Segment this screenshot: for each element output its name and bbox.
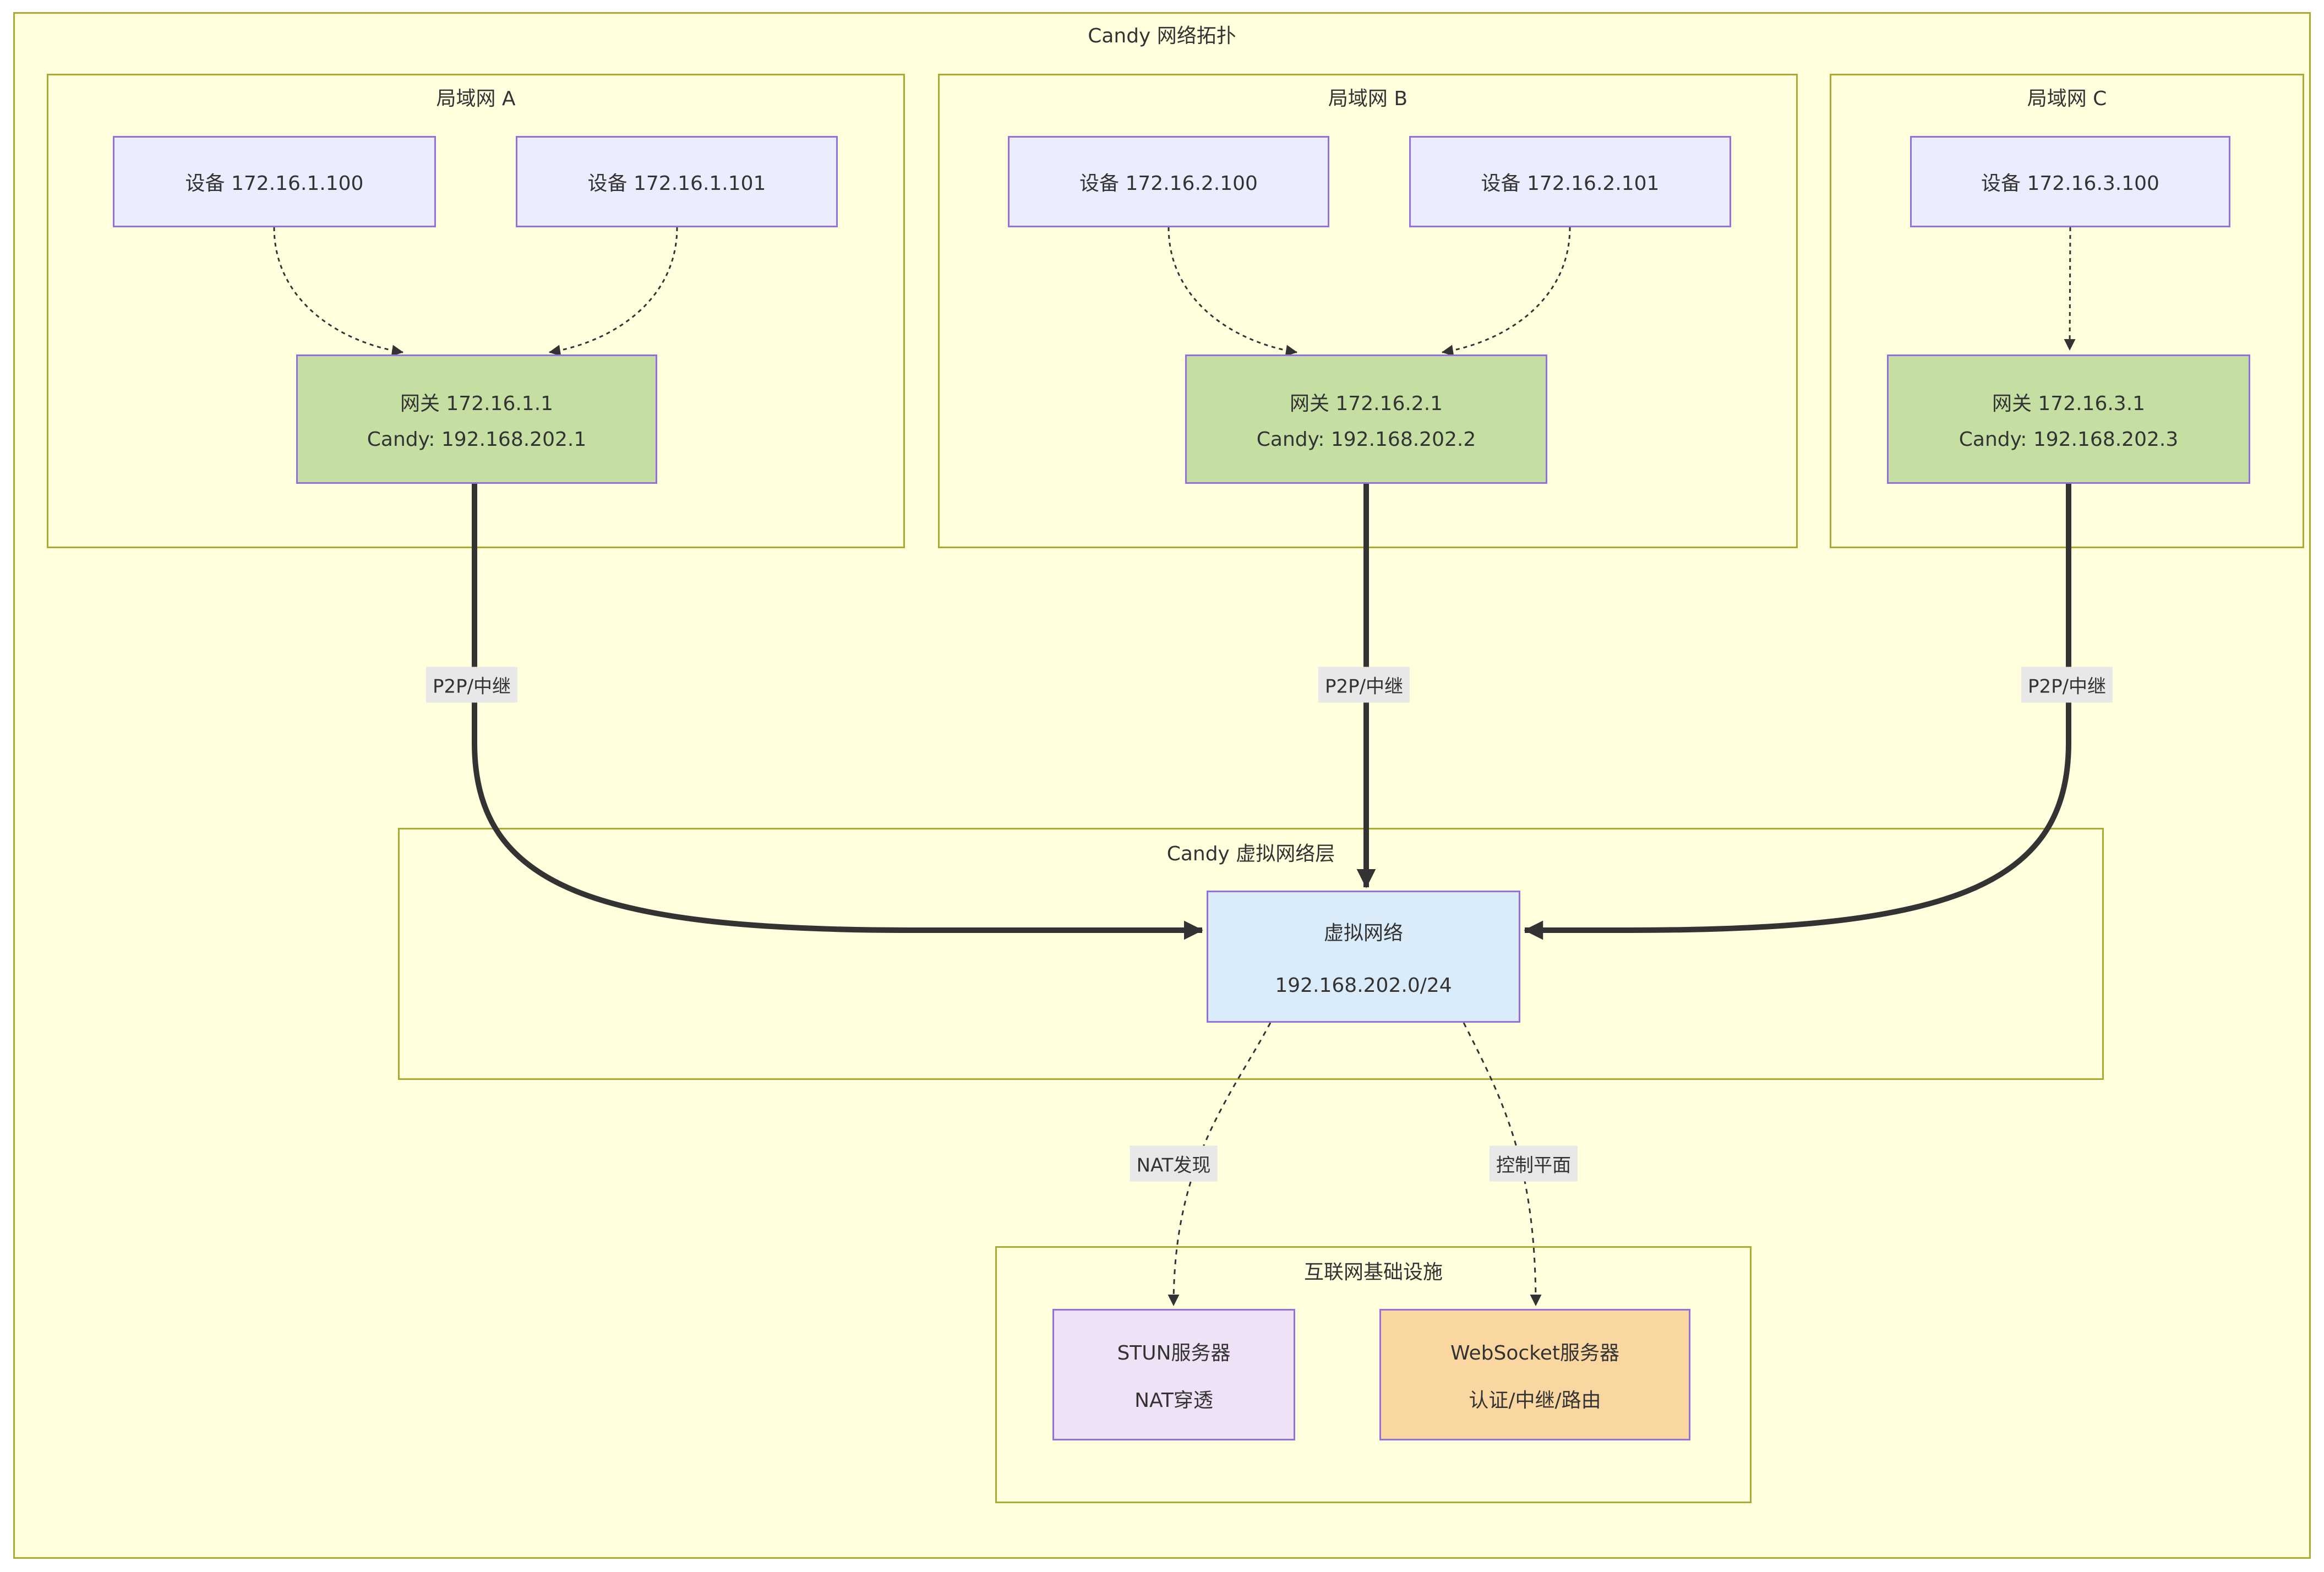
subgraph-internet-infra-title: 互联网基础设施 (1303, 1261, 1443, 1284)
edge-device-b2-to-gateway-b (1441, 227, 1571, 357)
virtual-network-cidr: 192.168.202.0/24 (1275, 974, 1452, 997)
edge-label-control-plane: 控制平面 (1490, 1145, 1578, 1182)
node-device-label: 设备 172.16.1.100 (185, 172, 364, 195)
subgraph-virtual-layer-title: Candy 虚拟网络层 (1166, 843, 1335, 865)
websocket-server-role: 认证/中继/路由 (1469, 1389, 1601, 1412)
node-device-172-16-3-100: 设备 172.16.3.100 (1910, 136, 2230, 227)
node-device-172-16-1-100: 设备 172.16.1.100 (113, 136, 436, 227)
gateway-ip-label: 网关 172.16.1.1 (400, 392, 554, 415)
virtual-network-label: 虚拟网络 (1323, 921, 1403, 945)
edge-label-p2p-relay-c: P2P/中继 (2021, 667, 2113, 703)
node-device-label: 设备 172.16.2.100 (1079, 172, 1258, 195)
stun-server-label: STUN服务器 (1117, 1341, 1231, 1364)
node-device-label: 设备 172.16.2.101 (1481, 172, 1660, 195)
subgraph-lan-b-title: 局域网 B (1328, 88, 1408, 110)
node-gateway-b: 网关 172.16.2.1 Candy: 192.168.202.2 (1185, 354, 1547, 484)
gateway-ip-label: 网关 172.16.2.1 (1289, 392, 1443, 415)
gateway-candy-ip-label: Candy: 192.168.202.2 (1256, 428, 1476, 451)
node-gateway-c: 网关 172.16.3.1 Candy: 192.168.202.3 (1887, 354, 2250, 484)
edge-label-p2p-relay-a: P2P/中继 (425, 667, 518, 703)
node-stun-server: STUN服务器 NAT穿透 (1052, 1309, 1295, 1440)
edge-device-a1-to-gateway-a (273, 227, 404, 357)
node-device-172-16-1-101: 设备 172.16.1.101 (516, 136, 838, 227)
websocket-server-label: WebSocket服务器 (1450, 1341, 1619, 1364)
edge-virtual-to-stun (1168, 1022, 1272, 1307)
edge-gateway-a-to-virtual (472, 484, 1203, 940)
node-device-label: 设备 172.16.1.101 (587, 172, 766, 195)
node-virtual-network: 虚拟网络 192.168.202.0/24 (1207, 891, 1520, 1023)
subgraph-lan-c-title: 局域网 C (2027, 88, 2107, 110)
edge-virtual-to-websocket (1463, 1022, 1542, 1307)
node-websocket-server: WebSocket服务器 认证/中继/路由 (1379, 1309, 1690, 1440)
gateway-candy-ip-label: Candy: 192.168.202.1 (367, 428, 587, 451)
subgraph-lan-a-title: 局域网 A (436, 88, 516, 110)
edge-device-a2-to-gateway-a (548, 227, 678, 357)
node-device-label: 设备 172.16.3.100 (1981, 172, 2159, 195)
edge-label-p2p-relay-b: P2P/中继 (1318, 667, 1410, 703)
gateway-ip-label: 网关 172.16.3.1 (1992, 392, 2146, 415)
edge-label-nat-discovery: NAT发现 (1130, 1145, 1218, 1182)
gateway-candy-ip-label: Candy: 192.168.202.3 (1959, 428, 2179, 451)
node-device-172-16-2-100: 设备 172.16.2.100 (1008, 136, 1329, 227)
edge-gateway-c-to-virtual (1524, 484, 2071, 940)
node-device-172-16-2-101: 设备 172.16.2.101 (1409, 136, 1731, 227)
diagram-title: Candy 网络拓扑 (1088, 25, 1236, 47)
node-gateway-a: 网关 172.16.1.1 Candy: 192.168.202.1 (296, 354, 657, 484)
edge-device-b1-to-gateway-b (1168, 227, 1298, 357)
stun-server-role: NAT穿透 (1134, 1389, 1213, 1412)
